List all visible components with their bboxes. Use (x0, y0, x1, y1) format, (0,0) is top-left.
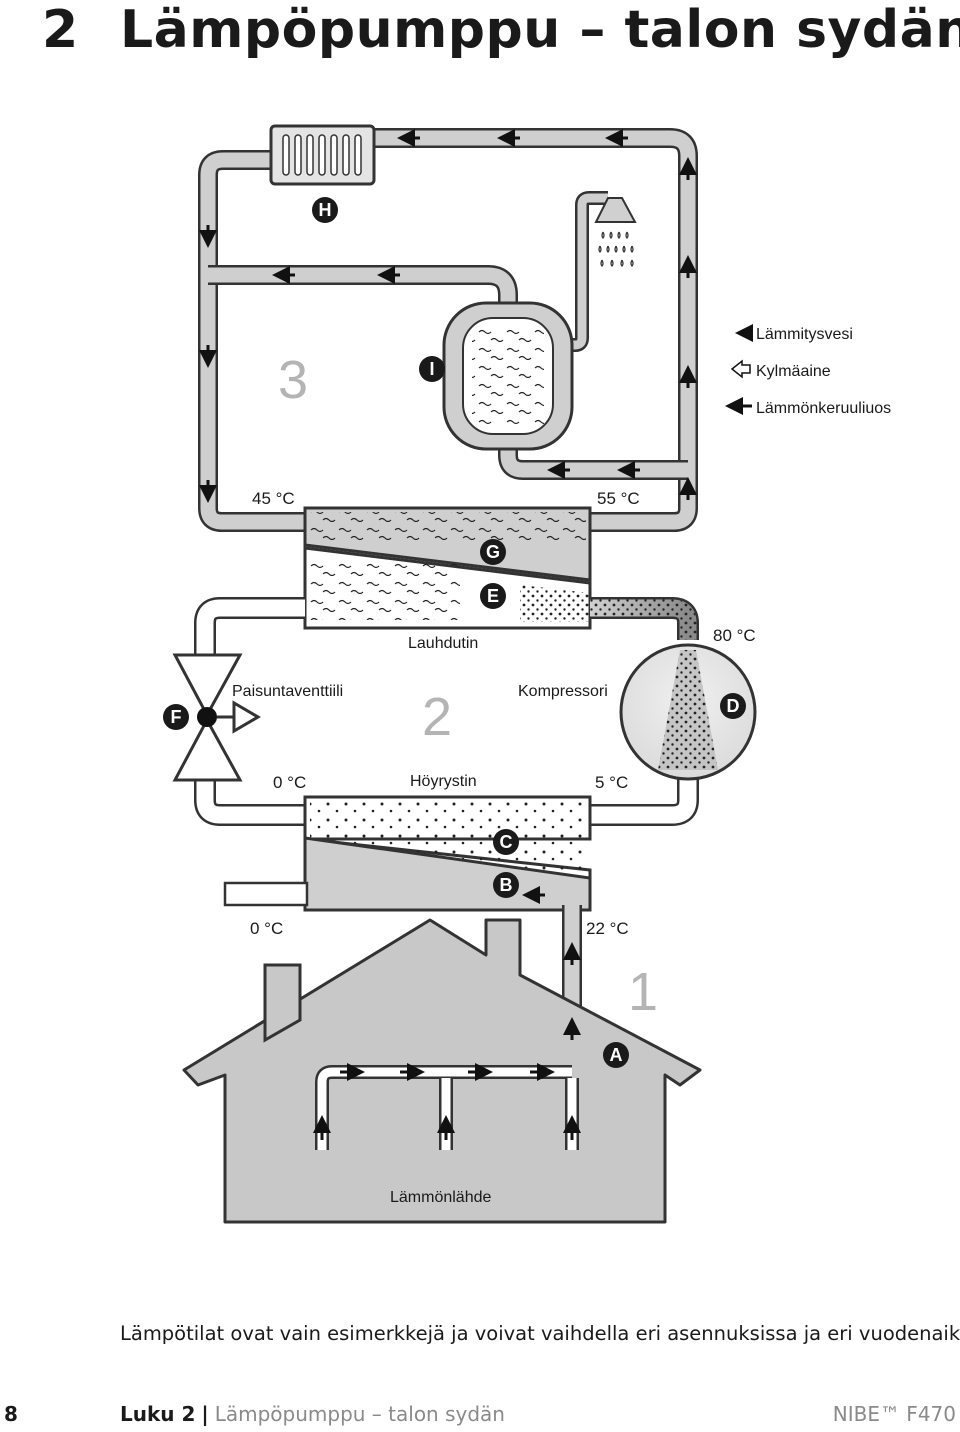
footer-chapter: Luku 2|Lämpöpumppu – talon sydän (120, 1402, 505, 1426)
condenser (303, 506, 592, 630)
temp-evaporator-in: 0 °C (273, 773, 306, 792)
svg-text:H: H (319, 200, 332, 220)
compressor (619, 643, 757, 781)
arrow-hollow-icon (730, 359, 751, 379)
arrow-solid-icon (199, 129, 697, 1140)
temp-heating-supply: 55 °C (597, 489, 640, 508)
marker-e: E (480, 583, 506, 609)
heat-pump-diagram: Lämmitysvesi Kylmäaine Lämmönkeruuliuos … (163, 124, 891, 1224)
marker-c: C (493, 829, 519, 855)
chapter-number: 2 (42, 0, 79, 60)
heating-circuit (198, 128, 698, 532)
marker-f: F (163, 704, 189, 730)
legend-refrigerant: Kylmäaine (756, 363, 831, 380)
legend-brine: Lämmönkeruuliuos (756, 400, 891, 417)
radiator-icon (269, 124, 376, 186)
circuit-number-1: 1 (628, 962, 658, 1022)
label-condenser: Lauhdutin (408, 635, 478, 652)
circuit-number-2: 2 (422, 687, 452, 747)
evaporator (303, 795, 592, 912)
diagram-caption: Lämpötilat ovat vain esimerkkejä ja voiv… (120, 1322, 960, 1345)
temp-evaporator-out: 5 °C (595, 773, 628, 792)
circuit-number-3: 3 (278, 350, 308, 410)
temp-brine-in: 22 °C (586, 919, 629, 938)
marker-i: I (419, 356, 445, 382)
label-compressor: Kompressori (518, 683, 608, 700)
svg-text:I: I (429, 359, 434, 379)
footer-chapter-label: Luku 2 (120, 1402, 196, 1426)
marker-g: G (480, 539, 506, 565)
footer-separator: | (201, 1402, 209, 1426)
temp-heating-return: 45 °C (252, 489, 295, 508)
label-heat-source: Lämmönlähde (390, 1189, 492, 1206)
svg-text:F: F (171, 707, 182, 727)
footer-chapter-title: Lämpöpumppu – talon sydän (214, 1402, 505, 1426)
marker-b: B (493, 872, 519, 898)
temp-brine-out: 0 °C (250, 919, 283, 938)
footer-brand: NIBE™ F470 (832, 1402, 956, 1426)
temp-compressor-out: 80 °C (713, 626, 756, 645)
shower-icon (594, 197, 637, 267)
page-title: Lämpöpumppu – talon sydän (120, 0, 960, 60)
refrigerant-circuit (194, 597, 699, 826)
marker-d: D (720, 693, 746, 719)
footer-page-number: 8 (4, 1402, 18, 1426)
legend-heating-water: Lämmitysvesi (756, 326, 853, 343)
svg-text:A: A (610, 1045, 623, 1065)
svg-text:D: D (727, 696, 740, 716)
marker-h: H (312, 197, 338, 223)
svg-text:G: G (486, 542, 500, 562)
svg-text:E: E (487, 586, 499, 606)
water-heater-tank (442, 301, 574, 451)
marker-a: A (603, 1042, 629, 1068)
legend (725, 324, 753, 415)
svg-text:C: C (500, 832, 513, 852)
svg-text:B: B (500, 875, 513, 895)
label-evaporator: Höyrystin (410, 773, 477, 790)
label-expansion-valve: Paisuntaventtiili (232, 683, 343, 700)
expansion-valve (172, 653, 261, 782)
heat-source-house (182, 918, 702, 1224)
